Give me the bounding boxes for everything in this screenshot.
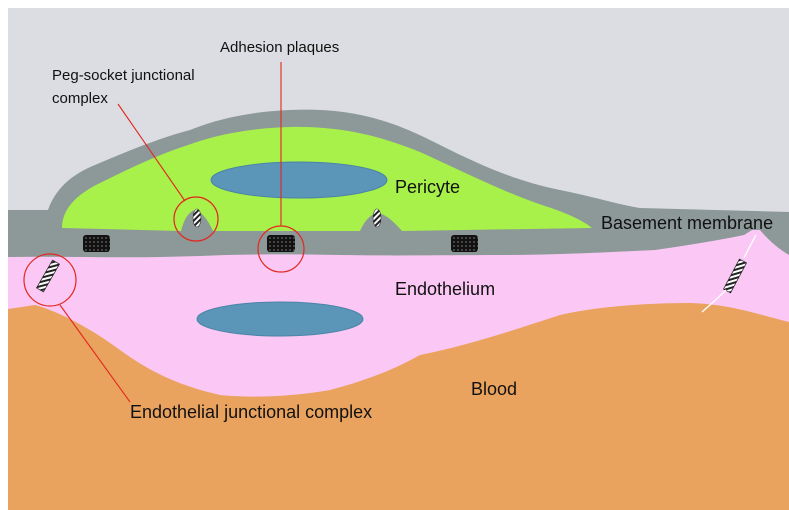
adhesion-plaque-icon <box>83 235 110 252</box>
peg-socket-junction-icon <box>373 209 381 227</box>
endothelial-junctional-complex-label: Endothelial junctional complex <box>130 402 372 422</box>
adhesion-plaque-icon <box>451 235 478 252</box>
peg-socket-junction-icon <box>193 209 201 227</box>
endothelium-label: Endothelium <box>395 279 495 299</box>
endothelial-nucleus <box>197 302 363 336</box>
pericyte-nucleus <box>211 162 387 198</box>
blood-label: Blood <box>471 379 517 399</box>
peg-socket-label-line1: Peg-socket junctional <box>52 67 195 84</box>
basement-membrane-label: Basement membrane <box>601 213 773 233</box>
peg-socket-label-line2: complex <box>52 90 108 107</box>
adhesion-plaques-label: Adhesion plaques <box>220 39 339 56</box>
adhesion-plaque-icon <box>267 235 295 252</box>
pericyte-label: Pericyte <box>395 177 460 197</box>
